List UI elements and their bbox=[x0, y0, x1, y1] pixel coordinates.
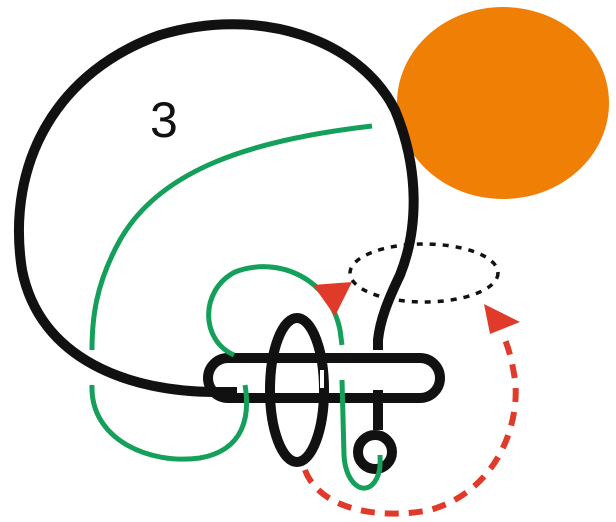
black-rope-vertical-coil bbox=[270, 318, 324, 462]
direction-arrowhead-left bbox=[313, 282, 352, 316]
green-rope-working-end bbox=[92, 126, 372, 350]
direction-arrowhead-right bbox=[484, 304, 520, 334]
step-number-label: 3 bbox=[150, 92, 178, 148]
dotted-guide-loop bbox=[350, 244, 498, 302]
black-rope-end-loop bbox=[358, 435, 392, 469]
orange-ball bbox=[397, 7, 609, 199]
